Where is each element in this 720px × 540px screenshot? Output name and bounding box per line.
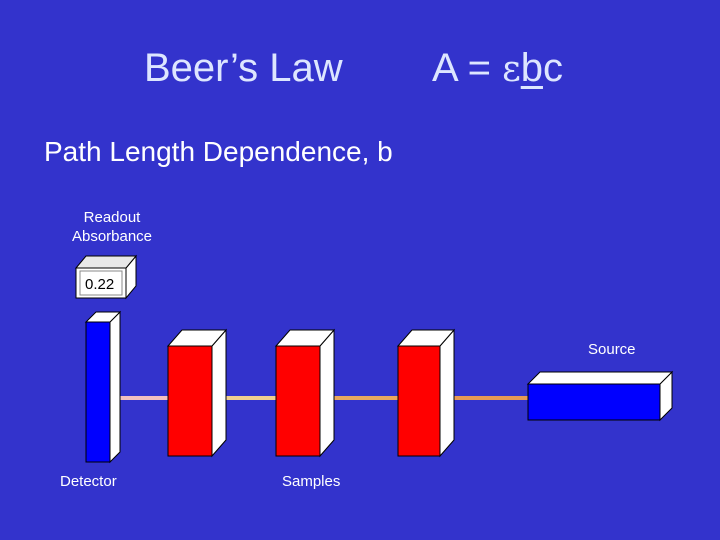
readout-value: 0.22 — [85, 276, 115, 293]
light-source — [526, 370, 674, 422]
source-label: Source — [588, 341, 636, 358]
samples-label: Samples — [282, 473, 341, 490]
sample-3 — [396, 328, 456, 458]
detector — [84, 310, 122, 464]
readout-label: Readout Absorbance — [60, 208, 164, 246]
slide-subtitle: Path Length Dependence, b — [44, 136, 393, 167]
readout-label-line1: Readout — [83, 209, 141, 226]
equation-c: c — [542, 46, 563, 90]
equation-b: b — [520, 46, 543, 90]
slide-title: Beer’s Law — [144, 46, 343, 90]
readout-display — [74, 254, 138, 300]
equation-prefix: A = — [432, 46, 503, 90]
readout-label-line2: Absorbance — [71, 228, 153, 245]
sample-2 — [274, 328, 336, 458]
detector-label: Detector — [60, 473, 117, 490]
epsilon-symbol: ε — [502, 49, 521, 90]
beers-law-equation: A = εbc — [432, 48, 563, 88]
sample-1 — [166, 328, 228, 458]
